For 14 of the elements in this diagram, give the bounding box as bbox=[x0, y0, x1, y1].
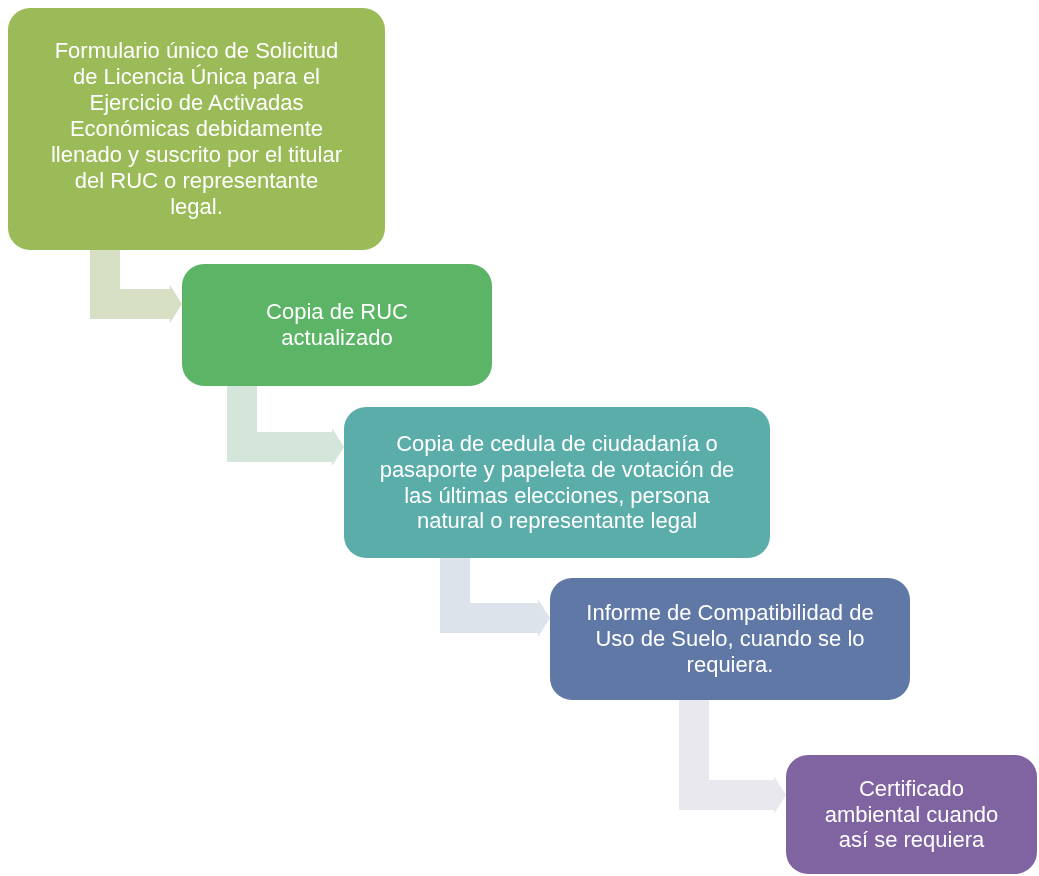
bent-arrow bbox=[90, 250, 182, 323]
box-text: Informe de Compatibilidad de Uso de Suelo, cuando se lo requiera. bbox=[585, 600, 875, 678]
process-box bbox=[8, 8, 385, 250]
process-box bbox=[344, 407, 770, 558]
process-box bbox=[786, 755, 1037, 874]
box-text: Copia de RUC actualizado bbox=[265, 299, 409, 351]
box-text: Certificado ambiental cuando así se requiera bbox=[823, 775, 1000, 854]
box-text: Formulario único de Solicitud de Licencia Única para el Ejercicio de Activadas Económicas debidamente llenado y suscrito por el titular del RUC o representante legal. bbox=[50, 38, 343, 220]
box-text: Copia de cedula de ciudadanía o pasaporte y papeleta de votación de las últimas elecciones, persona natural o representante legal bbox=[378, 430, 736, 535]
process-box bbox=[182, 264, 492, 386]
bent-arrow bbox=[227, 386, 344, 466]
bent-arrow bbox=[679, 700, 786, 814]
bent-arrow bbox=[440, 558, 550, 637]
process-box bbox=[550, 578, 910, 700]
